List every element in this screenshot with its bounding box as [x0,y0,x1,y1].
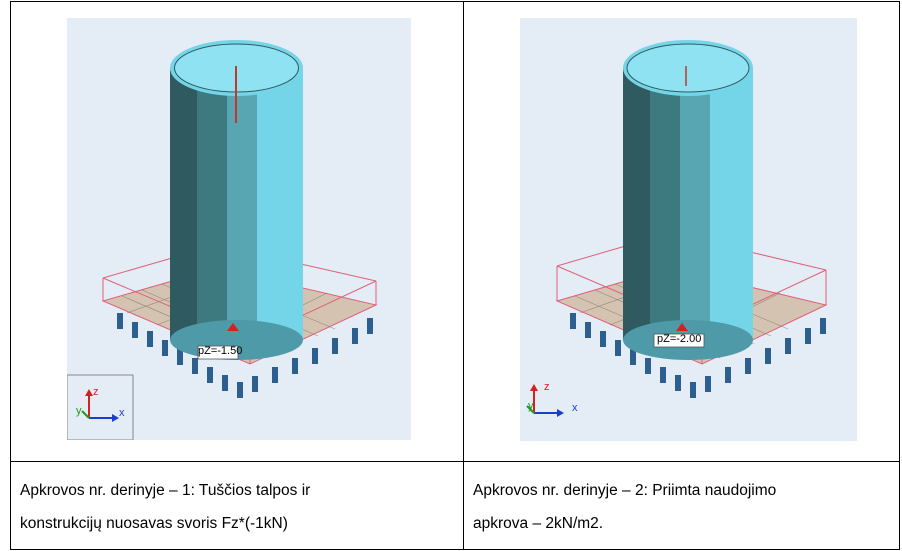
caption-right: Apkrovos nr. derinyje – 2: Priimta naudo… [473,474,898,540]
table-border-top [10,1,900,2]
axis-y-label-left: y [76,405,82,417]
model-view-left [67,18,411,440]
caption-right-line2: apkrova – 2kN/m2. [473,515,604,532]
table-border-left [10,1,11,550]
caption-left: Apkrovos nr. derinyje – 1: Tuščios talpo… [20,474,460,540]
caption-left-line2: konstrukcijų nuosavas svoris Fz*(-1kN) [20,515,288,532]
load-label-left: pZ=-1.50 [198,345,243,357]
axis-y-label-right: y [528,400,534,412]
table-border-center [463,1,464,550]
axis-z-label-left: z [93,386,99,398]
caption-right-line1: Apkrovos nr. derinyje – 2: Priimta naudo… [473,482,777,499]
table-border-middle [10,461,900,462]
caption-left-line1: Apkrovos nr. derinyje – 1: Tuščios talpo… [20,482,311,499]
axis-z-label-right: z [544,381,550,393]
axis-x-label-right: x [572,402,578,414]
axis-x-label-left: x [119,407,125,419]
load-label-right: pZ=-2.00 [657,333,702,345]
table-border-bottom [10,549,900,550]
table-border-right [899,1,900,550]
model-view-right [520,18,857,441]
